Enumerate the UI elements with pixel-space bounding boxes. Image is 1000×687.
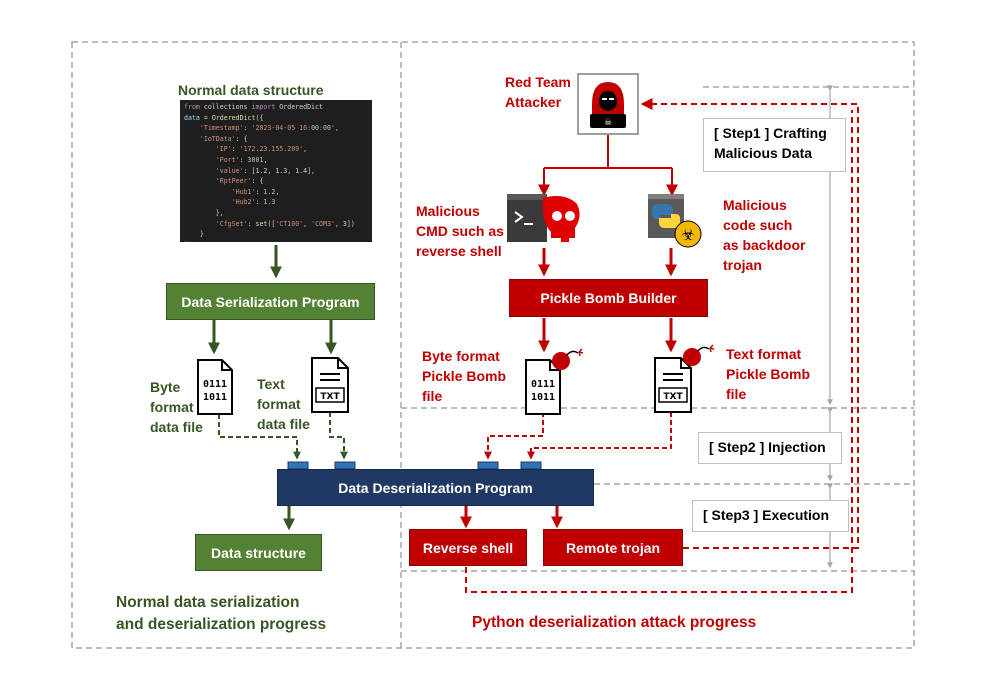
step3-box: [ Step3 ] Execution (692, 500, 849, 532)
binary-file-icon: 0111 1011 (197, 359, 233, 415)
code-line: data = OrderedDict({ (184, 113, 264, 122)
svg-text:1011: 1011 (531, 392, 555, 403)
attacker-label: Red Team Attacker (505, 74, 571, 110)
outer-frame (71, 41, 915, 649)
byte-file-label: Byte format data file (150, 379, 203, 435)
data-serialization-program: Data Serialization Program (166, 283, 375, 320)
code-line: 'Timestamp': '2023-04-05 16:00:00', (199, 124, 339, 133)
dashed-bytebomb-to-deser (484, 412, 544, 460)
pickle-bomb-builder: Pickle Bomb Builder (509, 279, 708, 317)
malicious-code-label: Malicious code such as backdoor trojan (723, 197, 806, 273)
svg-text:0111: 0111 (531, 379, 555, 390)
txt-file-icon: TXT (311, 357, 349, 413)
svg-text:☣: ☣ (681, 225, 695, 244)
code-line: } (184, 230, 204, 239)
text-file-label: Text format data file (257, 376, 310, 432)
malicious-cmd-label: Malicious CMD such as reverse shell (416, 203, 504, 259)
code-line: 'Port': 3001, (215, 155, 268, 164)
binary-file-icon: 0111 1011 (525, 359, 561, 415)
code-line: from collections import OrderedDict (184, 103, 323, 111)
data-deserialization-program: Data Deserialization Program (277, 469, 594, 506)
bomb-icon (683, 344, 715, 366)
python-biohazard-icon: ☣ (648, 194, 702, 248)
connector-tab (520, 461, 542, 470)
svg-text:1011: 1011 (203, 392, 227, 403)
code-line: }, (184, 208, 224, 217)
svg-text:0111: 0111 (203, 379, 227, 390)
dashed-text-to-deser (329, 412, 348, 460)
dashed-textbomb-to-deser (527, 412, 672, 460)
left-caption: Normal data serialization and deserializ… (116, 594, 327, 633)
byte-bomb-label: Byte format Pickle Bomb file (422, 348, 507, 404)
code-line: 'CfgSet': set(['CT100', 'COM3', 3]) (215, 219, 355, 228)
dashed-byte-to-deser (218, 414, 301, 460)
svg-text:☠: ☠ (604, 118, 612, 128)
svg-text:TXT: TXT (663, 392, 683, 402)
loop-reverse-to-attacker (465, 110, 853, 593)
code-line: 'Hub2': 1.3 (231, 198, 276, 207)
bomb-icon (552, 348, 584, 370)
text-bomb-label: Text format Pickle Bomb file (726, 346, 811, 402)
code-line: 'RptPeer': { (215, 177, 264, 186)
code-line: 'Hub1': 1.2, (231, 187, 280, 196)
right-caption: Python deserialization attack progress (472, 614, 757, 631)
step2-box: [ Step2 ] Injection (698, 432, 842, 464)
txt-file-icon: TXT (654, 357, 692, 413)
data-structure-box: Data structure (195, 534, 322, 571)
connector-tab (477, 461, 499, 470)
code-snippet: from collections import OrderedDict data … (180, 100, 372, 242)
step1-box: [ Step1 ] Crafting Malicious Data (703, 118, 846, 172)
code-line: 'value': [1.2, 1.3, 1.4], (215, 166, 316, 175)
connector-tab (334, 461, 356, 470)
code-line: 'IoTData': { (199, 134, 248, 143)
code-line: 'IP': '172.23.155.209', (215, 145, 308, 154)
hacker-icon: ☠ (577, 73, 639, 135)
svg-text:TXT: TXT (320, 392, 340, 402)
connector-tab (287, 461, 309, 470)
reverse-shell-box: Reverse shell (409, 529, 527, 566)
code-line: }) (184, 240, 368, 242)
remote-trojan-box: Remote trojan (543, 529, 683, 566)
code-title: Normal data structure (178, 82, 324, 98)
terminal-skull-icon (507, 194, 580, 242)
